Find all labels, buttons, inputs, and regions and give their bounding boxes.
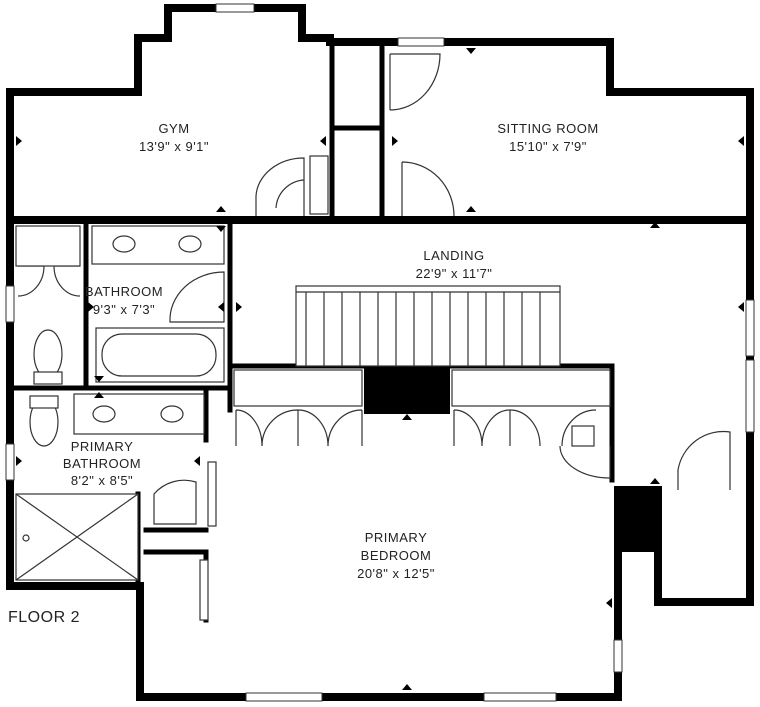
doors [17, 53, 731, 621]
chimney-block [364, 366, 450, 414]
floor-label: FLOOR 2 [8, 609, 80, 626]
primary-bathroom-label-1: PRIMARY [71, 439, 134, 454]
primary-bedroom-dims: 20'8" x 12'5" [357, 566, 435, 581]
primary-bathroom-dims: 8'2" x 8'5" [71, 473, 133, 488]
bathroom-dims: 9'3" x 7'3" [93, 302, 155, 317]
bathroom-fixtures [15, 225, 225, 581]
primary-bathroom-label-2: BATHROOM [63, 456, 141, 471]
primary-bedroom-label-2: BEDROOM [361, 548, 432, 563]
gym-dims: 13'9" x 9'1" [139, 139, 209, 154]
room-labels: GYM 13'9" x 9'1" SITTING ROOM 15'10" x 7… [8, 121, 598, 626]
sitting-room-label: SITTING ROOM [497, 121, 598, 136]
landing-dims: 22'9" x 11'7" [416, 266, 493, 281]
sitting-room-dims: 15'10" x 7'9" [509, 139, 587, 154]
dimension-markers [16, 48, 744, 690]
gym-label: GYM [158, 121, 189, 136]
closets [233, 369, 611, 447]
shaft-block [618, 490, 658, 552]
landing-label: LANDING [423, 248, 484, 263]
staircase [295, 285, 561, 367]
bathroom-label: BATHROOM [85, 284, 163, 299]
windows [5, 3, 755, 702]
primary-bedroom-label-1: PRIMARY [365, 530, 428, 545]
